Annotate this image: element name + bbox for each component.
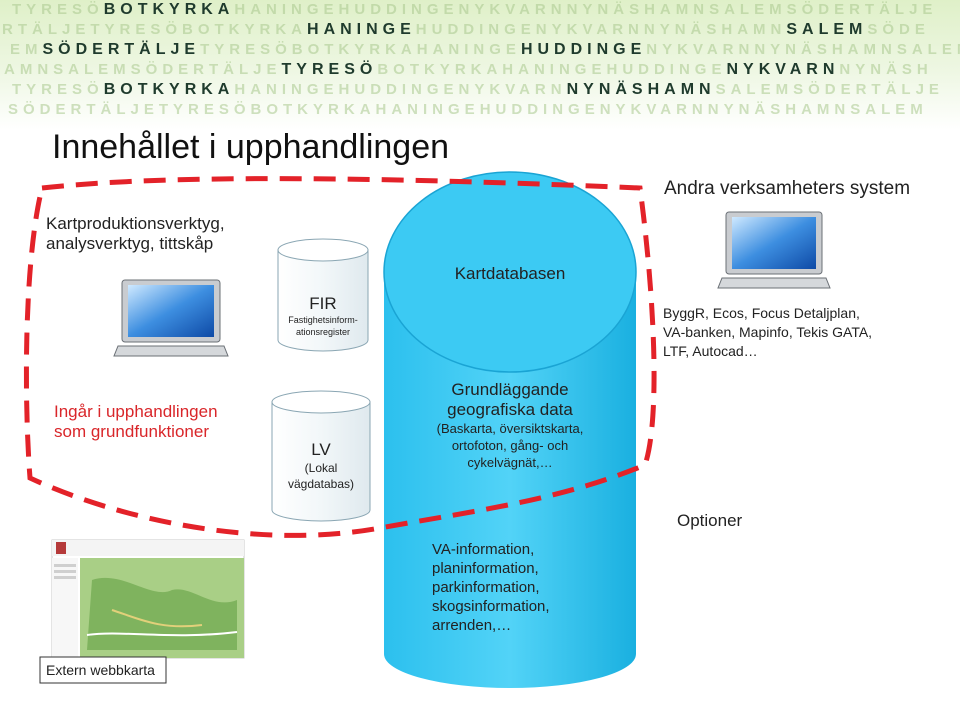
- left-label-line2: analysverktyg, tittskåp: [46, 234, 214, 253]
- banner-municipality-faded: NYKVARNNYNÄSHAMNSALEM: [646, 41, 960, 58]
- grund-line1: Grundläggande: [451, 380, 569, 399]
- banner-row: AMNSALEMSÖDERTÄLJETYRESÖBOTKYRKAHANINGEH…: [4, 62, 933, 78]
- included-label: Ingår i upphandlingen som grundfunktione…: [54, 402, 274, 442]
- va-line1: VA-information,: [432, 541, 535, 558]
- banner-row: SÖDERTÄLJETYRESÖBOTKYRKAHANINGEHUDDINGEN…: [8, 102, 928, 118]
- grund-line3: (Baskarta, översiktskarta,: [436, 421, 584, 436]
- banner-municipality-strong: SALEM: [786, 21, 868, 38]
- banner-municipality-strong: NYNÄSHAMN: [566, 81, 716, 98]
- banner-municipality-strong: HUDDINGE: [520, 41, 647, 58]
- included-boundary: [23, 176, 657, 538]
- va-line3: parkinformation,: [432, 579, 540, 596]
- banner-municipality-strong: SÖDERTÄLJE: [42, 41, 201, 58]
- va-line4: skogsinformation,: [432, 598, 550, 615]
- fir-cylinder: [277, 238, 369, 352]
- fir-title: FIR: [309, 294, 337, 313]
- extern-webbkarta-label: Extern webbkarta: [46, 662, 155, 678]
- grund-line5: cykelvägnät,…: [467, 455, 553, 470]
- banner-municipality-faded: EM: [10, 41, 43, 58]
- banner-municipality-strong: BOTKYRKA: [103, 81, 235, 98]
- banner-municipality-faded: RTÄLJETYRESÖBOTKYRKA: [2, 21, 308, 38]
- grund-line4: ortofoton, gång- och: [451, 438, 569, 453]
- banner-municipality-faded: AMNSALEMSÖDERTÄLJE: [4, 61, 282, 78]
- va-info-label: VA-information, planinformation, parkinf…: [432, 540, 632, 635]
- lv-title: LV: [311, 440, 331, 459]
- banner-municipality-faded: HANINGEHUDDINGENYKVARNNYNÄSHAMNSALEMSÖDE…: [234, 1, 938, 18]
- banner-municipality-faded: HANINGEHUDDINGENYKVARN: [234, 81, 567, 98]
- banner-municipality-faded: NYNÄSH: [839, 61, 933, 78]
- grund-data-label: Grundläggande geografiska data (Baskarta…: [392, 380, 628, 471]
- other-systems-list: ByggR, Ecos, Focus Detaljplan, VA-banken…: [663, 304, 953, 361]
- fir-sub2: ationsregister: [295, 327, 351, 337]
- lv-cylinder: [271, 390, 371, 522]
- kartdatabasen-cylinder: [383, 171, 637, 688]
- banner-municipality-faded: TYRESÖBOTKYRKAHANINGE: [200, 41, 521, 58]
- banner-municipality-faded: BOTKYRKAHANINGEHUDDINGE: [377, 61, 727, 78]
- laptop-icon: [113, 279, 229, 357]
- other-systems-line3: LTF, Autocad…: [663, 343, 758, 359]
- fir-label: FIR Fastighetsinform- ationsregister: [278, 294, 368, 338]
- lv-sub1: (Lokal: [304, 461, 338, 475]
- laptop-icon: [717, 211, 831, 289]
- va-line5: arrenden,…: [432, 617, 512, 634]
- banner-row: TYRESÖBOTKYRKAHANINGEHUDDINGENYKVARNNYNÄ…: [12, 82, 944, 98]
- other-systems-title: Andra verksamheters system: [664, 178, 911, 199]
- included-label-line1: Ingår i upphandlingen: [54, 402, 218, 421]
- extern-label-box: [39, 656, 167, 684]
- left-label-line1: Kartproduktionsverktyg,: [46, 214, 225, 233]
- banner-municipality-strong: BOTKYRKA: [103, 1, 235, 18]
- webbkarta-thumbnail: [51, 539, 245, 659]
- page-title: Innehållet i upphandlingen: [52, 128, 450, 166]
- lv-label: LV (Lokal vägdatabas): [272, 440, 370, 492]
- fir-sub1: Fastighetsinform-: [288, 315, 358, 325]
- lv-sub2: vägdatabas): [287, 477, 355, 491]
- banner-row: EMSÖDERTÄLJETYRESÖBOTKYRKAHANINGEHUDDING…: [10, 42, 960, 58]
- other-systems-line1: ByggR, Ecos, Focus Detaljplan,: [663, 305, 860, 321]
- banner-row: RTÄLJETYRESÖBOTKYRKAHANINGEHUDDINGENYKVA…: [2, 22, 930, 38]
- banner-municipality-strong: TYRESÖ: [281, 61, 378, 78]
- banner-municipality-strong: HANINGE: [307, 21, 416, 38]
- banner-municipality-faded: TYRESÖ: [12, 1, 104, 18]
- banner-municipality-faded: SALEMSÖDERTÄLJE: [715, 81, 944, 98]
- banner-municipality-faded: SÖDERTÄLJETYRESÖBOTKYRKAHANINGEHUDDINGEN…: [8, 101, 928, 118]
- va-line2: planinformation,: [432, 560, 539, 577]
- banner-municipality-strong: NYKVARN: [726, 61, 840, 78]
- banner-municipality-faded: TYRESÖ: [12, 81, 104, 98]
- included-label-line2: som grundfunktioner: [54, 422, 209, 441]
- optioner-label: Optioner: [677, 511, 743, 530]
- other-systems-line2: VA-banken, Mapinfo, Tekis GATA,: [663, 324, 873, 340]
- banner-municipality-faded: HUDDINGENYKVARNNYNÄSHAMN: [415, 21, 787, 38]
- grund-line2: geografiska data: [447, 400, 573, 419]
- header-banner: TYRESÖBOTKYRKAHANINGEHUDDINGENYKVARNNYNÄ…: [0, 0, 960, 130]
- banner-row: TYRESÖBOTKYRKAHANINGEHUDDINGENYKVARNNYNÄ…: [12, 2, 937, 18]
- left-label: Kartproduktionsverktyg, analysverktyg, t…: [46, 214, 286, 254]
- banner-municipality-faded: SÖDE: [867, 21, 930, 38]
- kartdatabasen-label: Kartdatabasen: [454, 264, 566, 283]
